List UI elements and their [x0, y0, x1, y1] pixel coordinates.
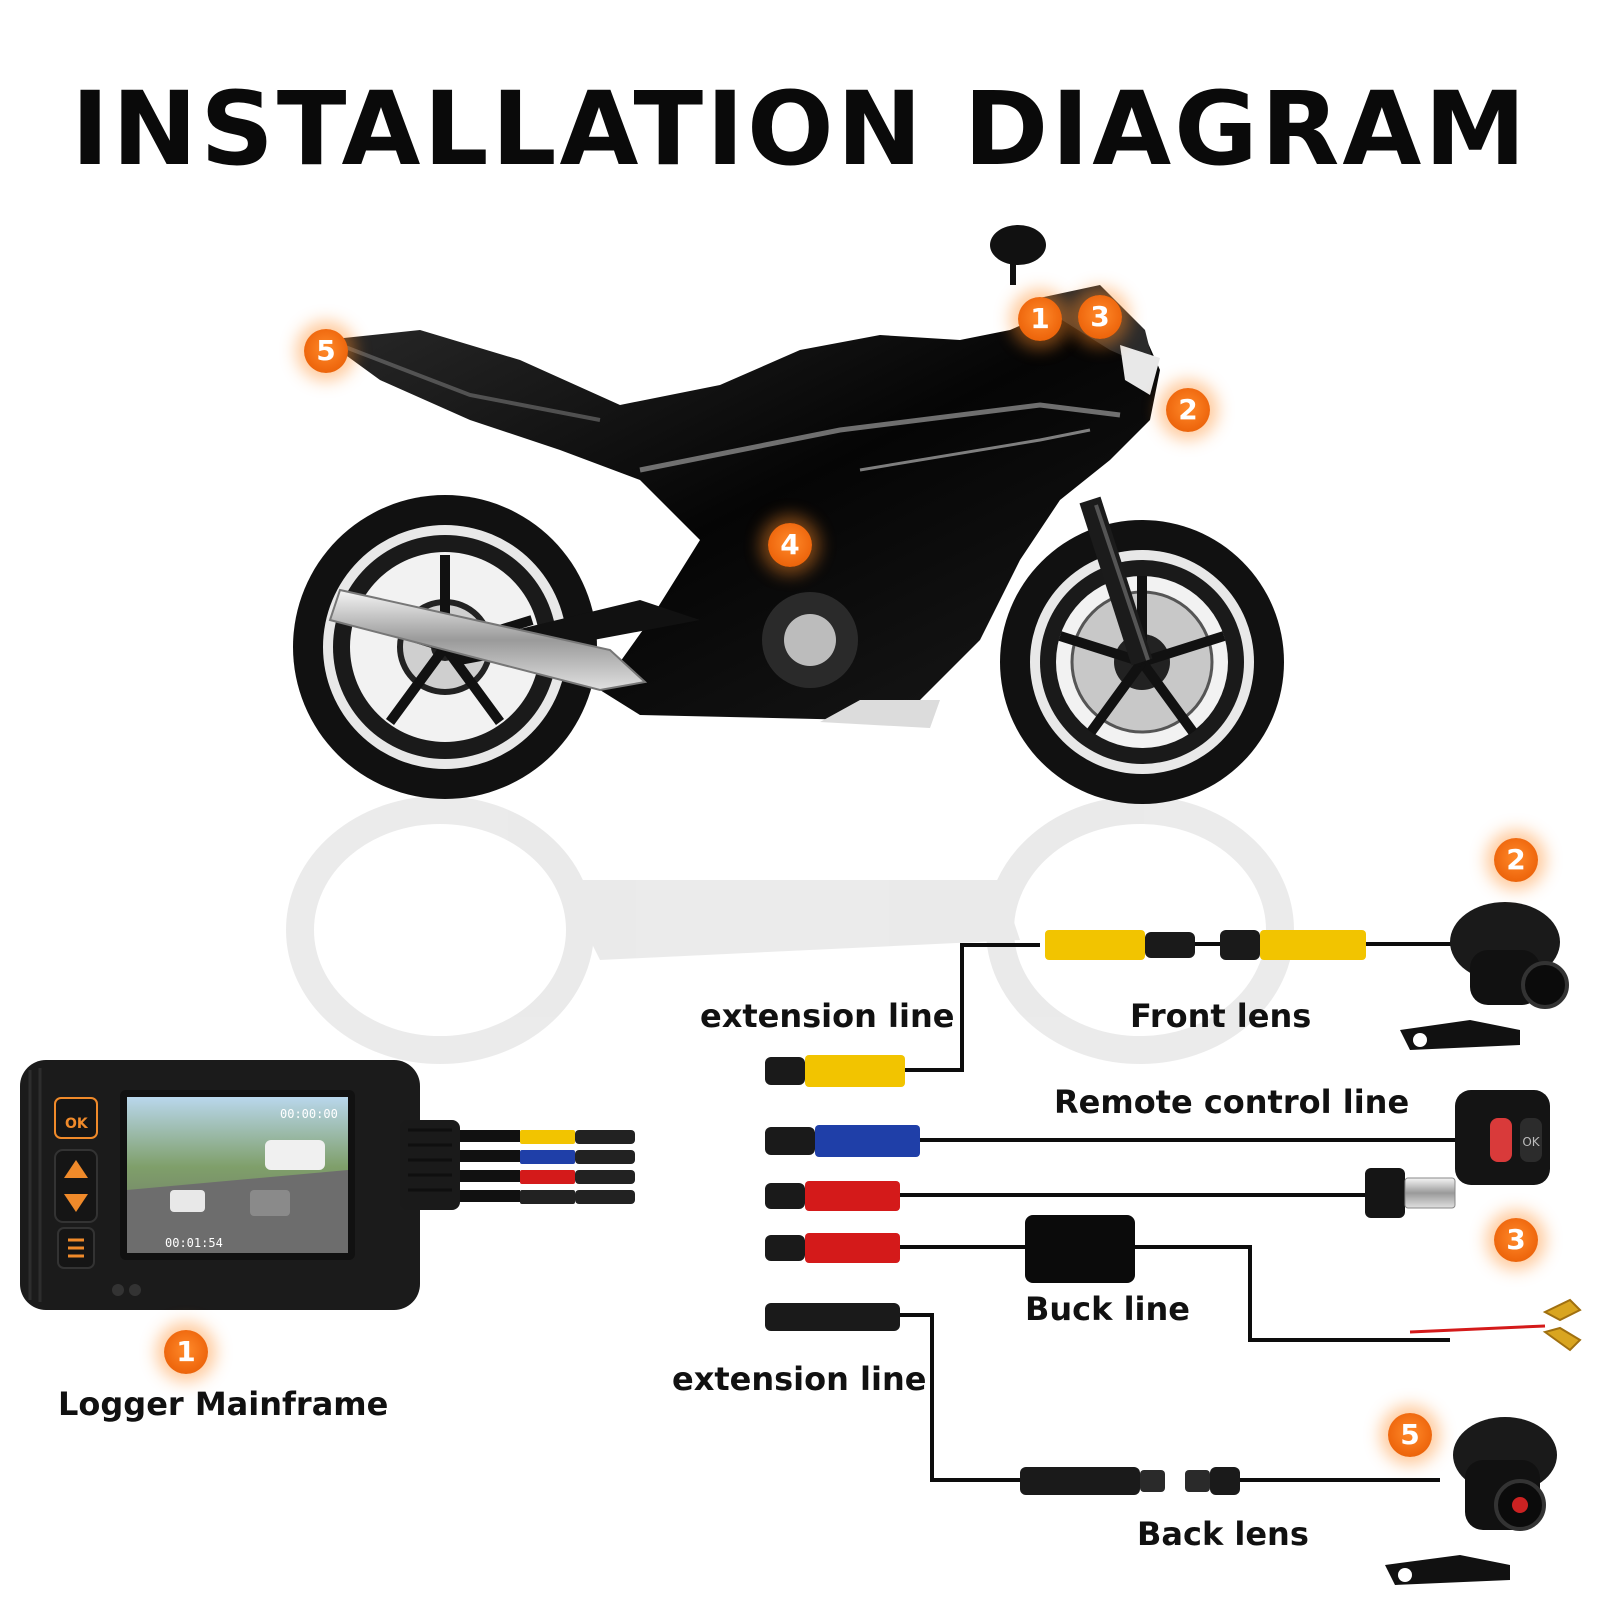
front-lens-camera	[1400, 902, 1569, 1050]
moto-badge-4: 4	[768, 523, 812, 567]
remote-control-line-label: Remote control line	[1054, 1083, 1410, 1121]
connectors	[765, 930, 1366, 1495]
power-fork-terminals	[1542, 1298, 1582, 1352]
moto-badge-5: 5	[304, 329, 348, 373]
remote-control-device	[1455, 1090, 1550, 1185]
device-clip-time: 00:01:54	[165, 1236, 223, 1250]
back-lens-badge: 5	[1388, 1413, 1432, 1457]
back-lens-camera	[1385, 1417, 1557, 1585]
extension-line-top-label: extension line	[700, 997, 955, 1035]
usb-plug	[1365, 1168, 1456, 1218]
moto-badge-2: 2	[1166, 388, 1210, 432]
remote-ok-label: OK	[1522, 1135, 1540, 1149]
device-rec-time: 00:00:00	[280, 1107, 338, 1121]
buck-line-label: Buck line	[1025, 1290, 1190, 1328]
device-ok-label[interactable]: OK	[65, 1116, 88, 1132]
logger-mainframe-device	[20, 1060, 635, 1310]
front-lens-label: Front lens	[1130, 997, 1312, 1035]
motorcycle-illustration	[286, 225, 1294, 1064]
page-title: INSTALLATION DIAGRAM	[71, 70, 1529, 189]
moto-badge-1: 1	[1018, 297, 1062, 341]
extension-line-bottom-label: extension line	[672, 1360, 927, 1398]
moto-badge-3: 3	[1078, 295, 1122, 339]
back-lens-label: Back lens	[1137, 1515, 1309, 1553]
mainframe-badge: 1	[164, 1330, 208, 1374]
buck-converter-box	[1025, 1215, 1135, 1283]
front-lens-badge: 2	[1494, 838, 1538, 882]
logger-mainframe-label: Logger Mainframe	[58, 1385, 389, 1423]
usb-badge: 3	[1494, 1218, 1538, 1262]
